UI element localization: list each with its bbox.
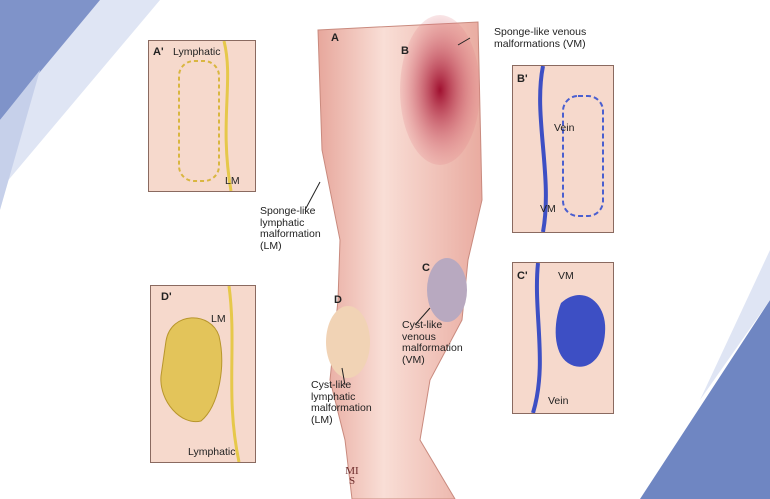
leg-label-d: D	[334, 294, 342, 306]
cyst-vm-caption: Cyst-like venous malformation (VM)	[402, 319, 463, 366]
panel-letter: B'	[517, 73, 528, 85]
logo-text: MIS	[345, 465, 359, 487]
cyst-venous-malformation	[427, 258, 467, 322]
sponge-venous-malformation	[400, 15, 480, 165]
caption-line: (LM)	[260, 239, 282, 252]
caption-line: Sponge-like	[260, 205, 316, 217]
vm-label: VM	[558, 270, 574, 282]
caption-line: lymphatic	[260, 216, 305, 229]
logo: MIS	[344, 465, 360, 487]
sponge-vm-caption: Sponge-like venous malformations (VM)	[494, 26, 587, 50]
lymphatic-label: Lymphatic	[188, 446, 236, 458]
caption-line: lymphatic	[311, 390, 356, 403]
caption-line: Cyst-like	[311, 379, 352, 391]
cyst-lymphatic-malformation	[326, 306, 370, 378]
lymphatic-label: Lymphatic	[173, 46, 221, 58]
vm-label: VM	[540, 203, 556, 215]
caption-line: (LM)	[311, 413, 333, 426]
lm-label: LM	[211, 313, 226, 325]
panel-d-prime: D' LM Lymphatic	[150, 285, 256, 463]
panel-letter: D'	[161, 291, 172, 303]
caption-line: malformation	[260, 228, 321, 240]
cyst-lm-caption: Cyst-like lymphatic malformation (LM)	[311, 379, 372, 426]
vein-label: Vein	[554, 122, 575, 134]
panel-a-prime: A' Lymphatic LM	[148, 40, 256, 192]
panel-letter: A'	[153, 46, 164, 58]
caption-line: malformation	[311, 402, 372, 414]
caption-line: Sponge-like venous	[494, 26, 587, 38]
leg-label-a: A	[331, 32, 339, 44]
panel-letter: C'	[517, 270, 528, 282]
lm-label: LM	[225, 175, 240, 187]
caption-line: malformations (VM)	[494, 37, 586, 50]
panel-b-prime: B' Vein VM	[512, 65, 614, 233]
vein-label: Vein	[548, 395, 569, 407]
leg-label-b: B	[401, 45, 409, 57]
caption-line: Cyst-like	[402, 319, 443, 331]
caption-line: malformation	[402, 342, 463, 354]
caption-line: venous	[402, 330, 436, 343]
caption-line: (VM)	[402, 353, 425, 366]
leg-label-c: C	[422, 262, 430, 274]
sponge-lm-caption: Sponge-like lymphatic malformation (LM)	[260, 205, 321, 252]
panel-c-prime: C' VM Vein	[512, 262, 614, 414]
